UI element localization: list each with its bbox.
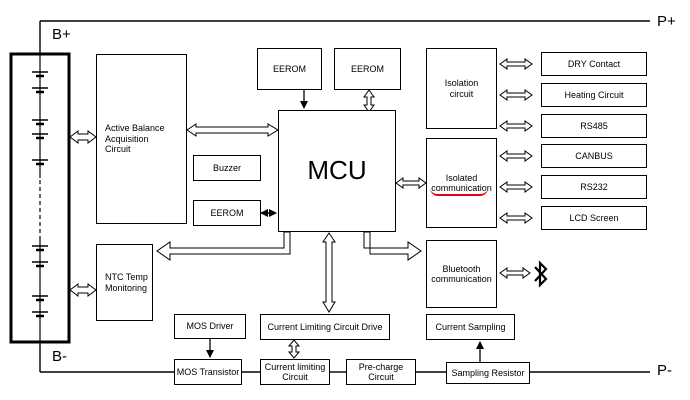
current-sampling-label: Current Sampling xyxy=(435,321,506,332)
b-plus-label: B+ xyxy=(52,26,71,43)
canbus-block: CANBUS xyxy=(541,144,647,168)
mos-transistor-label: MOS Transistor xyxy=(176,366,240,377)
mcu-block: MCU xyxy=(278,110,396,232)
mos-driver-label: MOS Driver xyxy=(186,321,234,332)
mcu-label: MCU xyxy=(307,155,367,186)
sampling-resistor-label: Sampling Resistor xyxy=(451,367,525,378)
canbus-label: CANBUS xyxy=(575,150,613,161)
eerom-left-block: EEROM xyxy=(193,200,261,226)
ntc-label: NTC Temp Monitoring xyxy=(105,272,148,293)
dry-contact-label: DRY Contact xyxy=(567,58,621,69)
bluetooth-icon xyxy=(534,260,548,288)
mos-transistor-block: MOS Transistor xyxy=(174,359,242,385)
active-balance-block: Active Balance Acquisition Circuit xyxy=(96,54,187,224)
rs232-block: RS232 xyxy=(541,175,647,199)
solid-arrows xyxy=(206,90,484,362)
active-balance-label: Active Balance Acquisition Circuit xyxy=(105,123,165,155)
rs485-block: RS485 xyxy=(541,114,647,138)
current-limiting-circuit-label: Current limiting Circuit xyxy=(264,361,326,382)
eerom-left-label: EEROM xyxy=(210,207,244,218)
heating-circuit-block: Heating Circuit xyxy=(541,83,647,107)
b-minus-label: B- xyxy=(52,348,67,365)
p-plus-label: P+ xyxy=(657,13,676,30)
unidirectional-arrows xyxy=(156,231,422,261)
mos-driver-block: MOS Driver xyxy=(174,314,246,339)
lcd-screen-block: LCD Screen xyxy=(541,206,647,230)
ntc-block: NTC Temp Monitoring xyxy=(96,244,153,321)
eerom-top-2-block: EEROM xyxy=(334,48,401,90)
buzzer-block: Buzzer xyxy=(193,155,261,181)
current-limiting-drive-block: Current Limiting Circuit Drive xyxy=(260,314,390,340)
dry-contact-block: DRY Contact xyxy=(541,52,647,76)
lcd-screen-label: LCD Screen xyxy=(569,212,619,223)
current-limiting-circuit-block: Current limiting Circuit xyxy=(260,359,330,385)
bluetooth-communication-label: Bluetooth communication xyxy=(431,263,492,284)
bluetooth-communication-block: Bluetooth communication xyxy=(426,240,497,308)
isolated-communication-block: Isolated communication xyxy=(426,138,497,228)
cell-gap xyxy=(35,178,45,236)
bidirectional-arrows xyxy=(69,58,533,359)
isolation-circuit-block: Isolation circuit xyxy=(426,48,497,129)
rs485-label: RS485 xyxy=(580,120,608,131)
heating-circuit-label: Heating Circuit xyxy=(564,89,624,100)
p-minus-label: P- xyxy=(657,362,672,379)
eerom-top-1-label: EEROM xyxy=(272,63,306,74)
isolation-circuit-label: Isolation circuit xyxy=(444,78,479,99)
pre-charge-label: Pre-charge Circuit xyxy=(358,361,404,382)
eerom-top-2-label: EEROM xyxy=(350,63,384,74)
eerom-top-1-block: EEROM xyxy=(257,48,322,90)
buzzer-label: Buzzer xyxy=(212,162,241,173)
pre-charge-block: Pre-charge Circuit xyxy=(346,359,416,385)
isolated-communication-label: Isolated communication xyxy=(431,172,492,193)
red-underline-mark xyxy=(430,188,488,196)
current-limiting-drive-label: Current Limiting Circuit Drive xyxy=(267,321,383,332)
sampling-resistor-block: Sampling Resistor xyxy=(446,362,530,384)
rs232-label: RS232 xyxy=(580,181,608,192)
current-sampling-block: Current Sampling xyxy=(426,314,515,340)
